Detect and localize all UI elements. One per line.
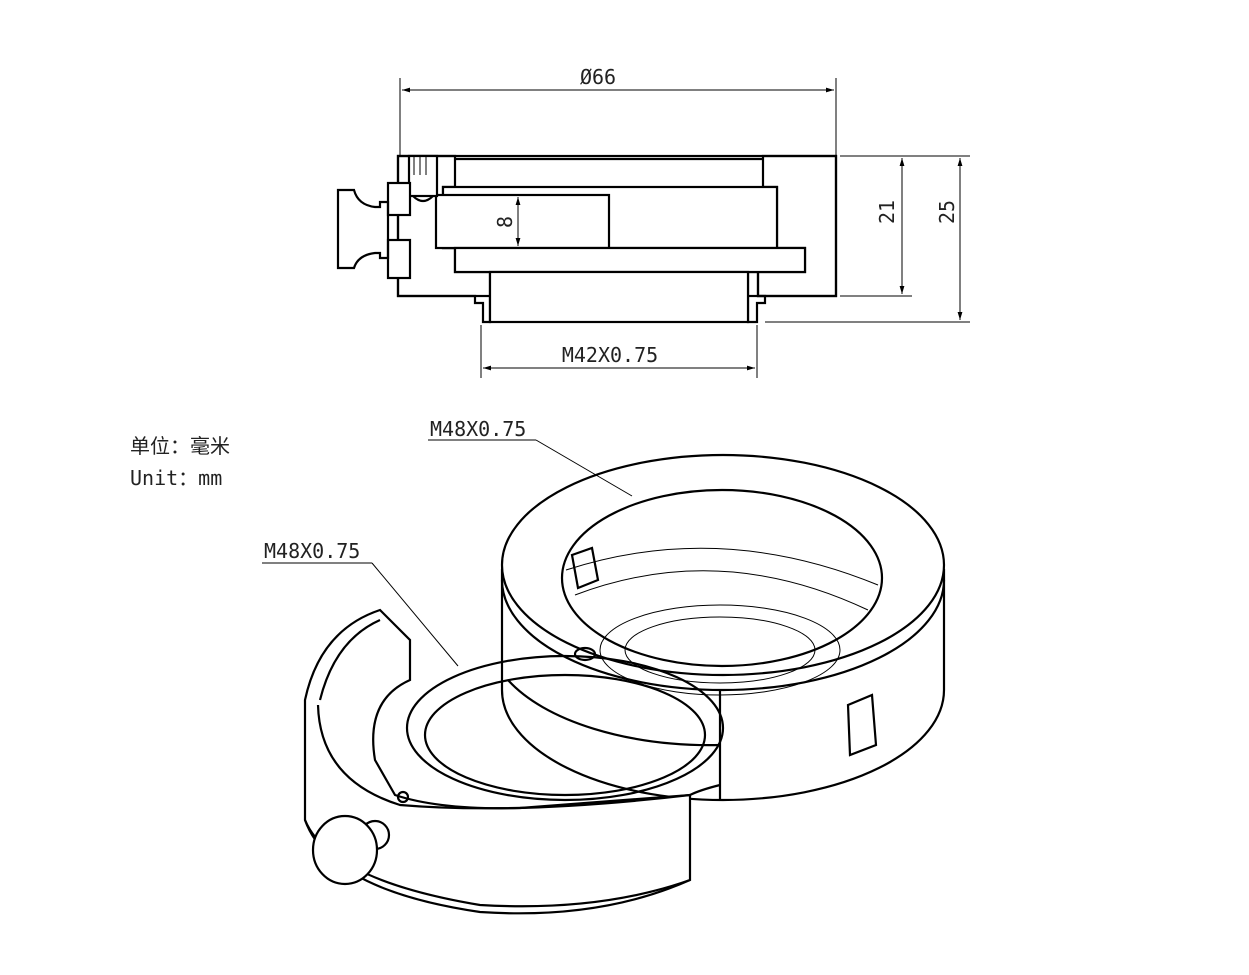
bottom-thread-label: M42X0.75: [562, 343, 658, 367]
clamp-thread-label: M48X0.75: [264, 539, 360, 563]
bottom-right-step: [746, 270, 767, 324]
ring-thread-label: M48X0.75: [430, 417, 526, 441]
inner-height-dimension-label: 8: [493, 216, 517, 228]
units-label-chinese: 单位：毫米: [130, 434, 230, 458]
section-view: Ø66 8 21 25 M42X0.75: [336, 65, 970, 378]
screw-hole: [573, 646, 597, 662]
height-21-dimension-label: 21: [875, 200, 899, 224]
set-screw: [386, 154, 439, 280]
diameter-dimension-label: Ø66: [580, 65, 616, 89]
clamp-knob: [311, 814, 379, 886]
units-label-english: Unit：mm: [130, 466, 223, 490]
isometric-view: M48X0.75 M48X0.75: [262, 417, 946, 915]
knob: [336, 188, 390, 270]
height-25-dimension-label: 25: [935, 200, 959, 224]
